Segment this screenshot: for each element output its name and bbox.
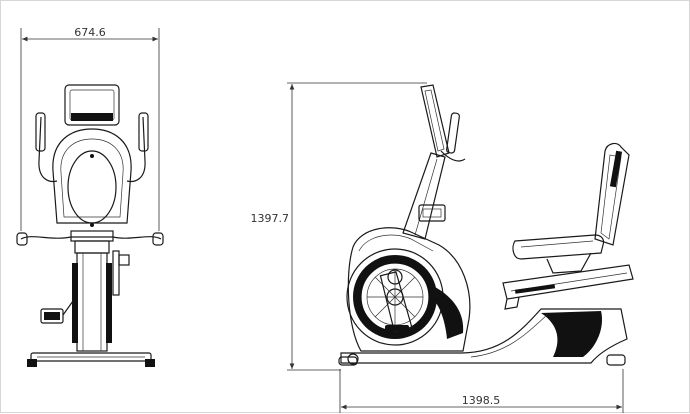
front-view: 674.6 — [16, 26, 164, 367]
dimension-width-label: 674.6 — [74, 26, 106, 39]
dimension-length-label: 1398.5 — [462, 394, 501, 407]
dimension-length: 1398.5 — [339, 369, 624, 413]
side-view: 1397.7 1398.5 — [251, 82, 634, 413]
dimension-height: 1397.7 — [251, 82, 427, 371]
dimension-width: 674.6 — [20, 26, 160, 231]
dimension-height-label: 1397.7 — [251, 212, 290, 225]
